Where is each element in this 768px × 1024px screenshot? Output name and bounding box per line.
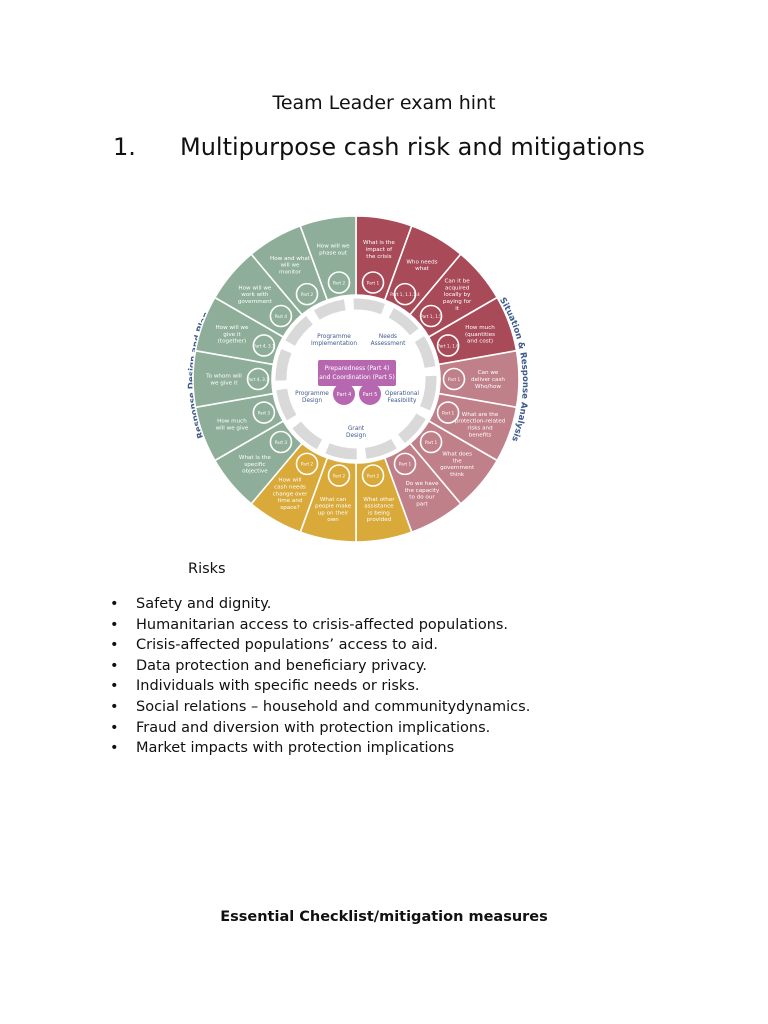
part-label: Part 3 bbox=[275, 440, 288, 445]
part-label: Part 2 bbox=[301, 292, 314, 297]
part-label: Part 1 bbox=[367, 280, 380, 285]
risks-label: Risks bbox=[188, 561, 226, 577]
part-circle bbox=[327, 464, 351, 487]
part-label: Part 1, 1.1.1.4 bbox=[390, 292, 420, 297]
part-label: Part 1 bbox=[425, 440, 438, 445]
risk-text: Safety and dignity. bbox=[136, 596, 272, 612]
risk-text: Individuals with specific needs or risks… bbox=[136, 678, 420, 695]
part-circle bbox=[269, 304, 293, 328]
risk-text: Fraud and diversion with protection impl… bbox=[136, 719, 491, 736]
list-item: • Market impacts with protection implicat… bbox=[110, 738, 530, 759]
bullet: • bbox=[110, 678, 119, 695]
part-label: Part 4, 3.1 bbox=[247, 377, 269, 382]
section-heading-text: Multipurpose cash risk and mitigations bbox=[180, 133, 645, 161]
bullet: • bbox=[110, 596, 119, 612]
part-label: Part 3 bbox=[258, 410, 271, 415]
part-circle bbox=[361, 271, 385, 294]
part-label: Part 4, 3.1 bbox=[253, 343, 275, 348]
part-label: Part 1, 1.6 bbox=[437, 343, 459, 348]
part4-label: Part 4 bbox=[337, 392, 352, 398]
checklist-heading: Essential Checklist/mitigation measures bbox=[220, 909, 548, 925]
part-circle bbox=[436, 334, 460, 357]
risk-text: Humanitarian access to crisis-affected p… bbox=[136, 616, 509, 633]
part-circle bbox=[361, 464, 385, 487]
part-circle bbox=[419, 304, 443, 328]
bullet: • bbox=[110, 719, 119, 736]
part-circle bbox=[393, 282, 417, 306]
bullet: • bbox=[110, 698, 119, 715]
list-item: • Social relations – household and commun… bbox=[110, 697, 530, 718]
part-label: Part 1 bbox=[448, 377, 461, 382]
risk-text: Social relations – household and communi… bbox=[136, 698, 531, 715]
part-circle bbox=[269, 430, 293, 454]
bullet: • bbox=[110, 657, 119, 674]
page-title: Team Leader exam hint bbox=[272, 92, 496, 114]
preparedness-text-line1: Preparedness (Part 4) bbox=[325, 365, 390, 372]
part-label: Part 2 bbox=[333, 473, 346, 478]
bullet: • bbox=[110, 616, 119, 633]
preparedness-box bbox=[318, 360, 396, 386]
part4-circle bbox=[333, 383, 355, 405]
cycle-arrow-ring bbox=[275, 298, 437, 460]
risk-text: Data protection and beneficiary privacy. bbox=[136, 657, 427, 674]
part-label: Part 4 bbox=[275, 314, 288, 319]
part5-circle bbox=[359, 383, 381, 405]
part-label: Part 1, 1.5 bbox=[420, 314, 442, 319]
part-label: Part 2 bbox=[367, 473, 380, 478]
risk-text: Crisis-affected populations’ access to a… bbox=[136, 637, 438, 654]
part-circle bbox=[252, 401, 276, 424]
part-label: Part 2 bbox=[301, 462, 314, 467]
section-heading: 1. Multipurpose cash risk and mitigations bbox=[113, 133, 645, 161]
part-circle bbox=[419, 430, 443, 454]
part-label: Part 2 bbox=[333, 280, 346, 285]
part-circle bbox=[295, 452, 319, 476]
list-item: • Fraud and diversion with protection imp… bbox=[110, 718, 530, 739]
part-circle bbox=[442, 367, 466, 391]
list-item: • Data protection and beneficiary privacy… bbox=[110, 656, 530, 677]
risk-list: • Safety and dignity. • Humanitarian acces… bbox=[110, 594, 530, 759]
risk-text: Market impacts with protection implicati… bbox=[136, 740, 455, 757]
part-circle bbox=[436, 401, 460, 424]
part-circle bbox=[393, 452, 417, 476]
part-circle bbox=[327, 271, 351, 294]
list-item: • Humanitarian access to crisis-affected … bbox=[110, 615, 530, 636]
list-item: • Safety and dignity. bbox=[110, 594, 530, 615]
part-circle bbox=[295, 282, 319, 306]
section-number: 1. bbox=[113, 133, 136, 161]
preparedness-text-line2: and Coordination (Part 5) bbox=[319, 374, 395, 381]
cash-programme-cycle-diagram: Response Design and Plan Situation & Res… bbox=[187, 215, 530, 543]
list-item: • Individuals with specific needs or risk… bbox=[110, 676, 530, 697]
bullet: • bbox=[110, 637, 119, 654]
bullet: • bbox=[110, 740, 119, 757]
part-circle bbox=[246, 367, 270, 391]
list-item: • Crisis-affected populations’ access to … bbox=[110, 635, 530, 656]
part-label: Part 1 bbox=[399, 462, 412, 467]
part-circle bbox=[252, 334, 276, 357]
part-label: Part 1 bbox=[442, 410, 455, 415]
part5-label: Part 5 bbox=[363, 392, 378, 398]
